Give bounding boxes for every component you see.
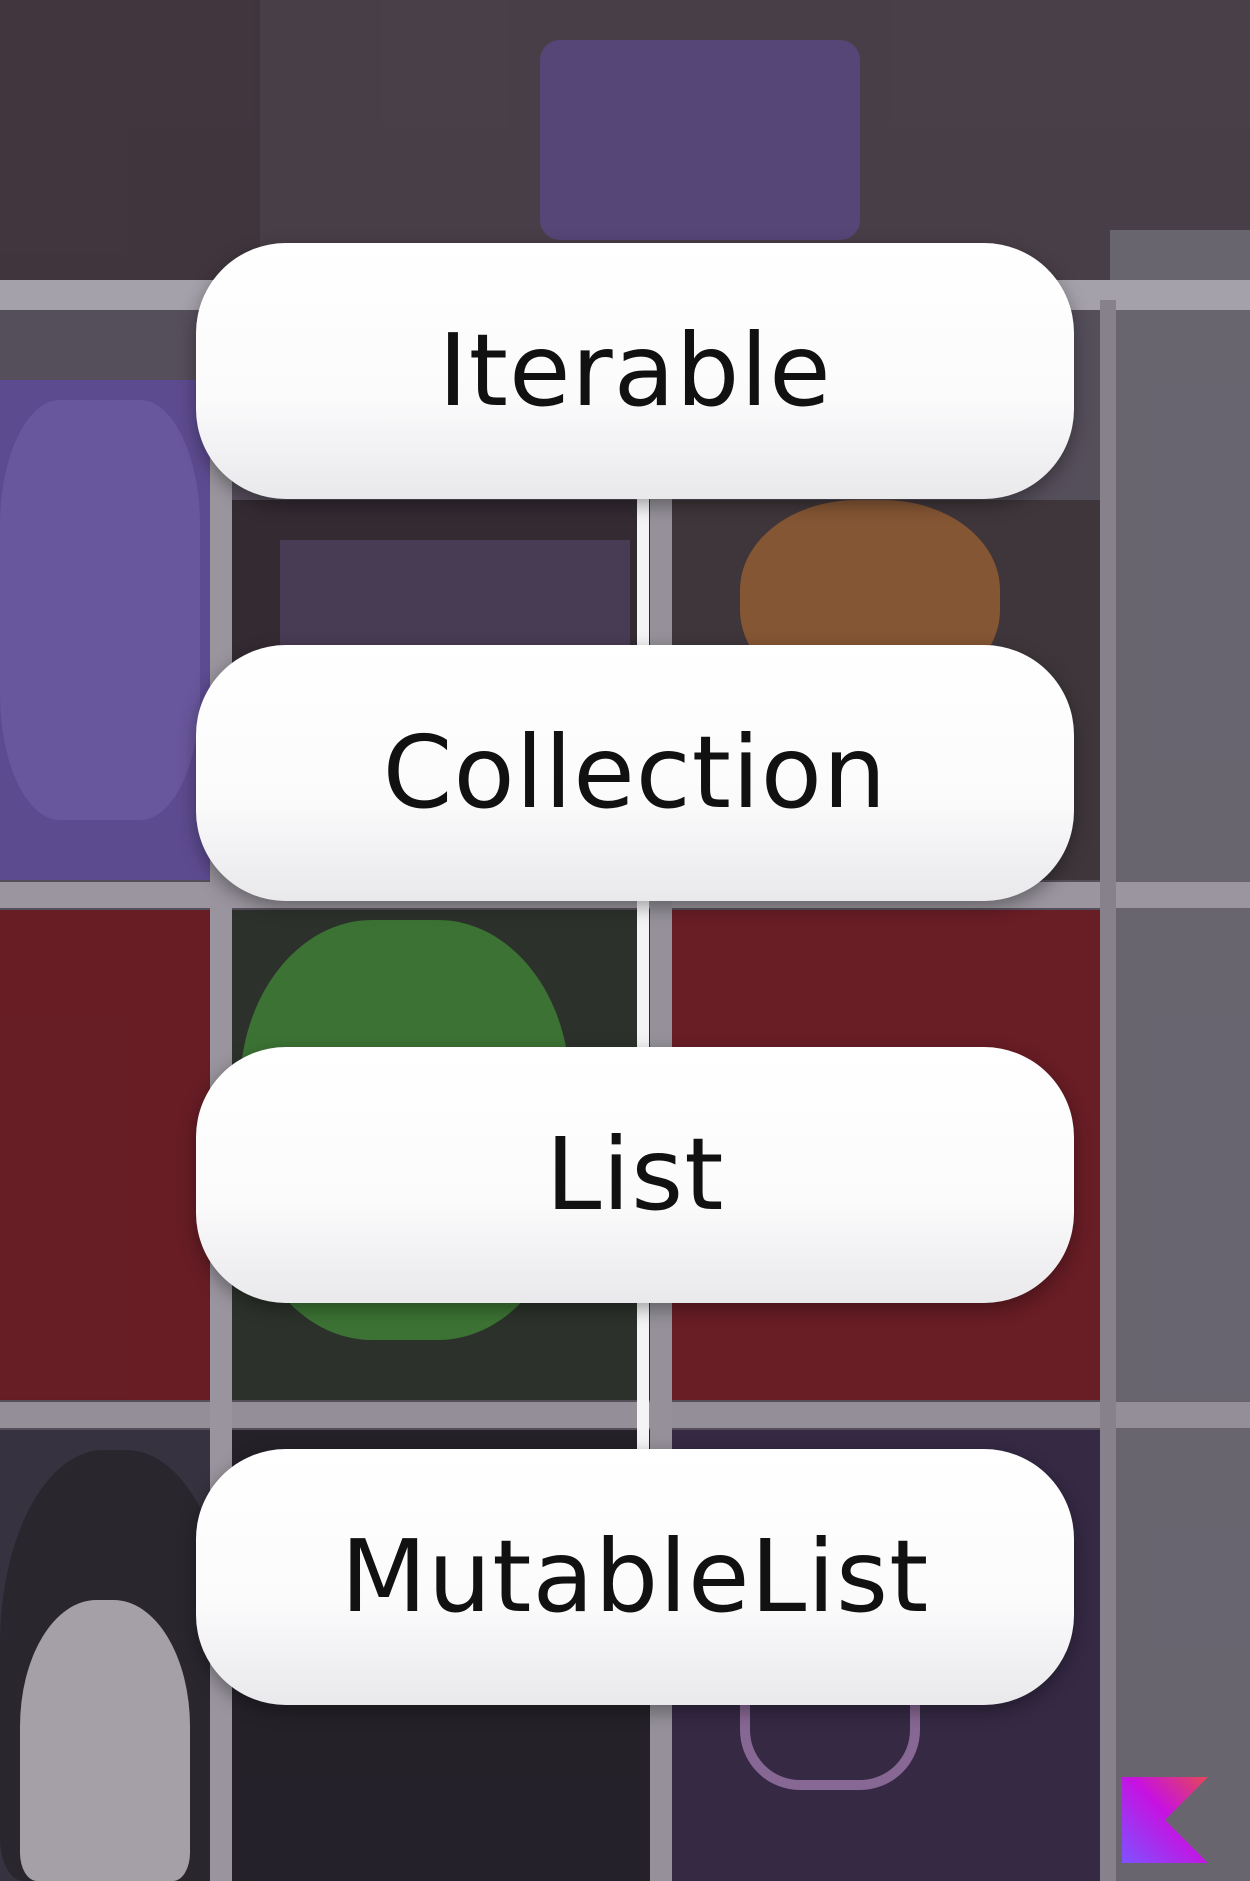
- connector-collection-list: [637, 897, 649, 1047]
- node-mutablelist: MutableList: [196, 1449, 1074, 1705]
- node-label: Collection: [382, 714, 888, 831]
- node-label: Iterable: [438, 312, 832, 429]
- books: [280, 540, 630, 660]
- connector-iterable-collection: [637, 495, 649, 645]
- shelf-cube: [0, 910, 210, 1400]
- neon-glow: [0, 400, 200, 820]
- node-label: MutableList: [340, 1518, 930, 1635]
- node-collection: Collection: [196, 645, 1074, 901]
- wall-shadow: [0, 0, 260, 300]
- shelf-side-panel: [1110, 230, 1250, 1881]
- node-label: List: [545, 1116, 725, 1233]
- kotlin-logo-icon: [1122, 1777, 1208, 1863]
- shelf-board: [0, 1402, 1250, 1428]
- node-list: List: [196, 1047, 1074, 1303]
- penguin-belly: [20, 1600, 190, 1881]
- node-iterable: Iterable: [196, 243, 1074, 499]
- shelf-divider: [1100, 300, 1116, 1881]
- shelf-top-objects: [540, 40, 860, 240]
- connector-list-mutablelist: [637, 1299, 649, 1449]
